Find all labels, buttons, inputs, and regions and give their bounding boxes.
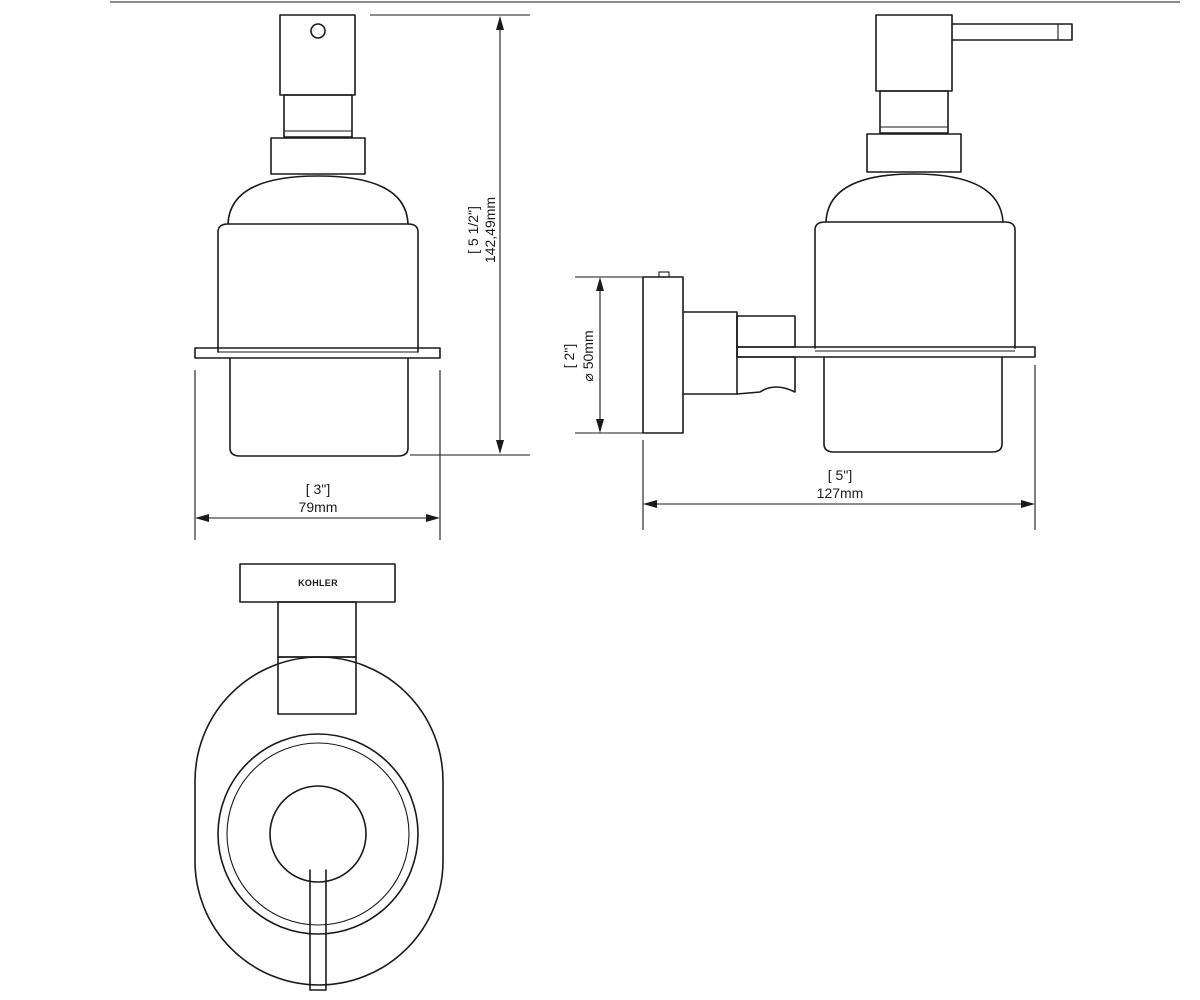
side-bottle-body [814, 221, 1016, 349]
pump-nozzle-hole-icon [310, 23, 326, 39]
brand-mark: KOHLER [298, 578, 338, 588]
side-view: [ 2"] ⌀ 50mm [ 5"] 127mm [561, 14, 1073, 530]
top-pump-spout [309, 869, 327, 991]
depth-arrow-left-icon [643, 500, 657, 508]
pump-head [279, 14, 356, 96]
height-arrow-top-icon [496, 16, 504, 30]
width-metric-label: 79mm [299, 499, 338, 515]
top-view: KOHLER [194, 563, 444, 991]
side-pump-head [875, 14, 953, 92]
height-arrow-bottom-icon [496, 440, 504, 454]
height-imperial-label: [ 5 1/2"] [465, 206, 481, 254]
depth-metric-label: 127mm [817, 485, 864, 501]
bottle-body [217, 223, 419, 353]
height-metric-label: 142,49mm [482, 197, 498, 263]
front-view: [ 5 1/2"] 142,49mm [ 3"] 79mm [194, 14, 530, 540]
top-oval-holder [194, 656, 444, 986]
side-pump-collar [866, 133, 962, 173]
depth-arrow-right-icon [1021, 500, 1035, 508]
top-bottle-outer-ring [217, 733, 419, 935]
side-pump-spout [951, 23, 1073, 41]
top-pump-cap [269, 785, 367, 883]
top-arm-block [277, 656, 357, 715]
width-imperial-label: [ 3"] [306, 481, 330, 497]
holder-plate [194, 347, 441, 359]
width-arrow-right-icon [426, 514, 440, 522]
holder-cup [229, 357, 409, 457]
wall-flange [642, 276, 684, 434]
side-holder-plate [736, 346, 1036, 358]
depth-imperial-label: [ 5"] [828, 467, 852, 483]
diameter-arrow-top-icon [596, 277, 604, 291]
pump-collar [270, 137, 366, 175]
diameter-imperial-label: [ 2"] [561, 344, 577, 368]
bottle-dome [227, 175, 409, 225]
holder-arm [682, 311, 738, 395]
top-bottle-inner-ring [226, 742, 410, 926]
holder-arm-lower [736, 356, 796, 395]
side-holder-cup [823, 356, 1003, 453]
pump-stem [283, 94, 353, 138]
width-arrow-left-icon [195, 514, 209, 522]
diameter-arrow-bottom-icon [596, 419, 604, 433]
top-arm-neck [277, 601, 357, 658]
diameter-metric-label: ⌀ 50mm [580, 330, 596, 381]
holder-arm-bracket [736, 315, 796, 348]
side-bottle-dome [825, 173, 1004, 223]
side-pump-stem [879, 90, 949, 134]
wall-flange-cap [658, 271, 670, 278]
